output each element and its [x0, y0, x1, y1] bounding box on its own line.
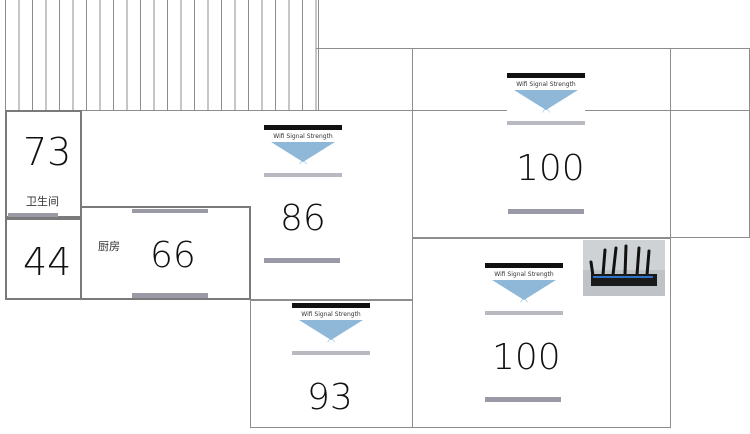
wifi-card-bedroom-top: Wifi Signal Strength ◠: [507, 73, 585, 127]
balcony-railing: [5, 0, 319, 110]
bedroom-top-signal: 100: [516, 148, 585, 189]
bedroom-top-room: [412, 48, 671, 238]
hallway-signal: 86: [280, 198, 326, 239]
bedroom-bottom-room: [412, 238, 671, 428]
kitchen-bottom-bar: [132, 293, 208, 298]
wifi-card-bedroom-bottom: Wifi Signal Strength ◠: [485, 263, 563, 317]
wifi-icon: ◠: [299, 160, 307, 170]
bedroom-bottom-bar: [485, 397, 561, 402]
router-photo: [583, 240, 665, 296]
bathroom-door: [8, 213, 58, 217]
small-room-signal: 44: [23, 240, 72, 284]
bedroom-top-bar: [508, 209, 584, 214]
bathroom-room: [5, 110, 82, 218]
wifi-icon: ◠: [520, 298, 528, 308]
hallway-bar: [264, 258, 340, 263]
kitchen-top-bar: [132, 209, 208, 213]
right-column-wall: [670, 48, 750, 238]
kitchen-signal: 66: [150, 235, 196, 276]
kitchen-room: [80, 206, 251, 300]
wifi-icon: ◠: [327, 338, 335, 348]
wifi-card-lower-room: Wifi Signal Strength ◠: [292, 303, 370, 361]
wifi-card-hallway: Wifi Signal Strength ◠: [264, 125, 342, 177]
wifi-icon: ◠: [542, 108, 550, 118]
kitchen-label: 厨房: [98, 240, 120, 253]
bathroom-signal: 73: [23, 130, 72, 174]
lower-room-signal: 93: [307, 377, 353, 418]
bedroom-bottom-signal: 100: [492, 337, 561, 378]
bathroom-label: 卫生间: [26, 195, 59, 208]
